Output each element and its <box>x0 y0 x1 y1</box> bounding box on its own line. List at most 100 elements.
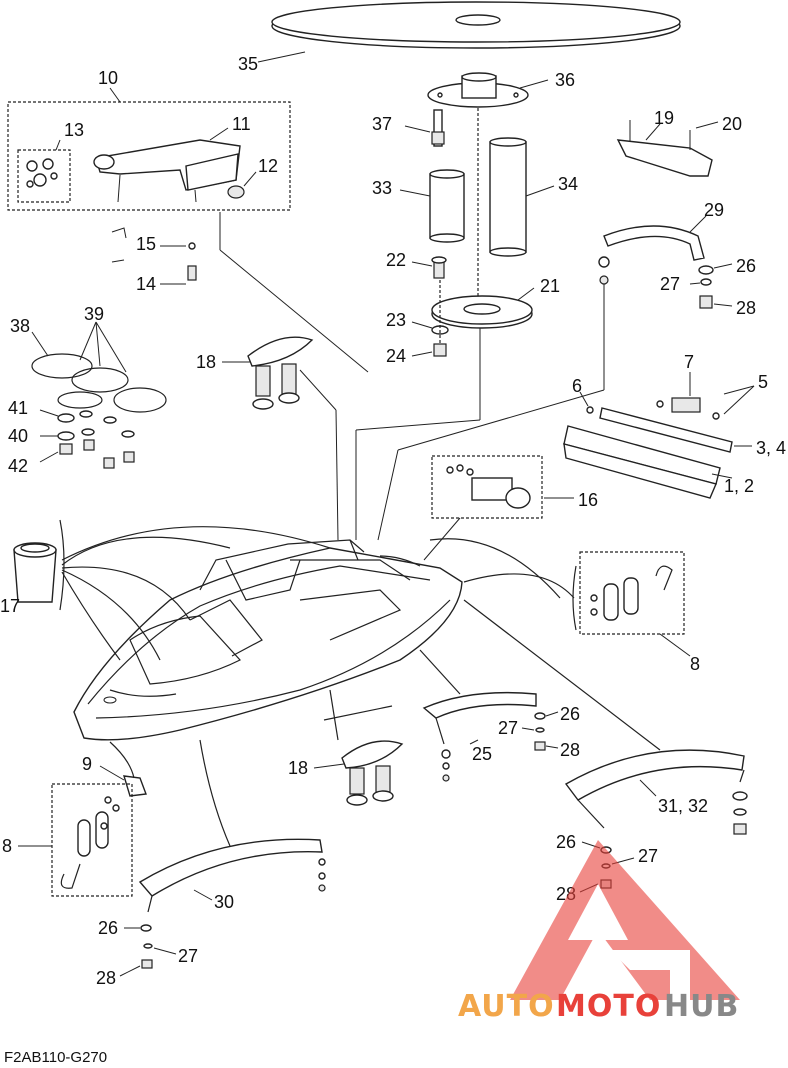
watermark-auto: AUTO <box>458 989 555 1024</box>
mount-plate-part-13 <box>26 158 58 188</box>
cap-part-12 <box>227 185 245 199</box>
callout-26a: 26 <box>736 256 756 276</box>
watermark-hub: HUB <box>664 989 739 1024</box>
boat-hull <box>73 539 463 741</box>
callout-8b: 8 <box>2 836 12 856</box>
callout-18b: 18 <box>288 758 308 778</box>
callout-20: 20 <box>722 114 742 134</box>
callout-28d: 28 <box>96 968 116 988</box>
callout-10: 10 <box>98 68 118 88</box>
screw-part-15 <box>111 227 196 250</box>
pole-base-part-36 <box>427 72 529 108</box>
callout-6: 6 <box>572 376 582 396</box>
callout-39: 39 <box>84 304 104 324</box>
callout-34b: 3, 4 <box>756 438 786 458</box>
callout-11: 11 <box>232 114 251 134</box>
washers-part-26d-28d <box>140 924 153 969</box>
callout-42: 42 <box>8 456 28 476</box>
bolt-part-22 <box>431 256 447 279</box>
watermark-moto: MOTO <box>556 989 661 1024</box>
callout-13: 13 <box>64 120 84 140</box>
tow-eye-part-8b <box>60 796 120 889</box>
watermark-logo <box>510 840 740 1000</box>
tube-part-34 <box>489 137 527 257</box>
tube-part-33 <box>429 169 465 243</box>
rail-part-3-4 <box>599 407 733 453</box>
callout-29: 29 <box>704 200 724 220</box>
callout-24: 24 <box>386 346 406 366</box>
callout-40: 40 <box>8 426 28 446</box>
washers-part-26b-28b <box>534 712 546 751</box>
callout-38: 38 <box>10 316 30 336</box>
bracket-part-11 <box>93 139 241 191</box>
callout-25: 25 <box>472 744 492 764</box>
grab-handle-part-29 <box>598 225 705 285</box>
strip-part-7 <box>671 397 701 413</box>
pin-part-37 <box>431 109 445 147</box>
callout-36: 36 <box>555 70 575 90</box>
washer-part-27a <box>700 278 712 286</box>
screw-part-5 <box>656 400 720 420</box>
rail-part-1-2 <box>563 425 721 499</box>
nut-part-42 <box>59 439 135 469</box>
nut-part-24 <box>433 343 447 357</box>
callout-28a: 28 <box>736 298 756 318</box>
light-part-16 <box>446 464 531 509</box>
base-plate-part-21 <box>431 295 533 329</box>
callout-17: 17 <box>0 596 20 616</box>
screw-part-6 <box>586 406 594 414</box>
plate-part-19 <box>616 120 713 177</box>
nut-part-28a <box>699 295 713 309</box>
callout-26c: 26 <box>556 832 576 852</box>
callout-15: 15 <box>136 234 156 254</box>
callout-22: 22 <box>386 250 406 270</box>
callout-3132: 31, 32 <box>658 796 708 816</box>
diagram-code: F2AB110-G270 <box>4 1049 107 1066</box>
callout-28b: 28 <box>560 740 580 760</box>
callout-26b: 26 <box>560 704 580 724</box>
cover-disc-part-35 <box>271 1 681 49</box>
callout-5: 5 <box>758 372 768 392</box>
callout-8a: 8 <box>690 654 700 674</box>
callout-16: 16 <box>578 490 598 510</box>
callout-7: 7 <box>684 352 694 372</box>
callout-18a: 18 <box>196 352 216 372</box>
screw-part-14 <box>111 259 197 281</box>
rings-part-38 <box>31 353 167 413</box>
callout-41: 41 <box>8 398 28 418</box>
grab-rail-part-25 <box>422 691 537 782</box>
callout-27c: 27 <box>638 846 658 866</box>
group-box-part-10 <box>7 101 291 211</box>
cup-holder-part-17 <box>13 542 57 603</box>
callout-12: 12 <box>258 156 278 176</box>
callout-34: 34 <box>558 174 578 194</box>
callout-37: 37 <box>372 114 392 134</box>
group-box-part-16 <box>431 455 543 519</box>
callout-14: 14 <box>136 274 156 294</box>
tow-eye-part-8a <box>590 565 673 621</box>
callout-26d: 26 <box>98 918 118 938</box>
cleat-part-18-bottom <box>341 740 404 806</box>
callout-27d: 27 <box>178 946 198 966</box>
callout-27b: 27 <box>498 718 518 738</box>
washer-part-41 <box>57 410 117 424</box>
grab-rail-part-30 <box>138 838 326 913</box>
washer-part-40 <box>57 428 135 441</box>
callout-12b: 1, 2 <box>724 476 754 496</box>
callout-21: 21 <box>540 276 560 296</box>
tow-eye-part-9 <box>123 775 147 797</box>
grab-rail-part-31-32 <box>564 749 748 835</box>
callout-30: 30 <box>214 892 234 912</box>
group-box-part-8b <box>51 783 133 897</box>
callout-33: 33 <box>372 178 392 198</box>
group-box-part-8a <box>579 551 685 635</box>
callout-27a: 27 <box>660 274 680 294</box>
callout-9: 9 <box>82 754 92 774</box>
washer-part-26a <box>698 265 714 275</box>
callout-35: 35 <box>238 54 258 74</box>
group-box-part-13 <box>17 149 71 203</box>
callout-19: 19 <box>654 108 674 128</box>
cleat-part-18-top <box>247 336 314 410</box>
callout-23: 23 <box>386 310 406 330</box>
